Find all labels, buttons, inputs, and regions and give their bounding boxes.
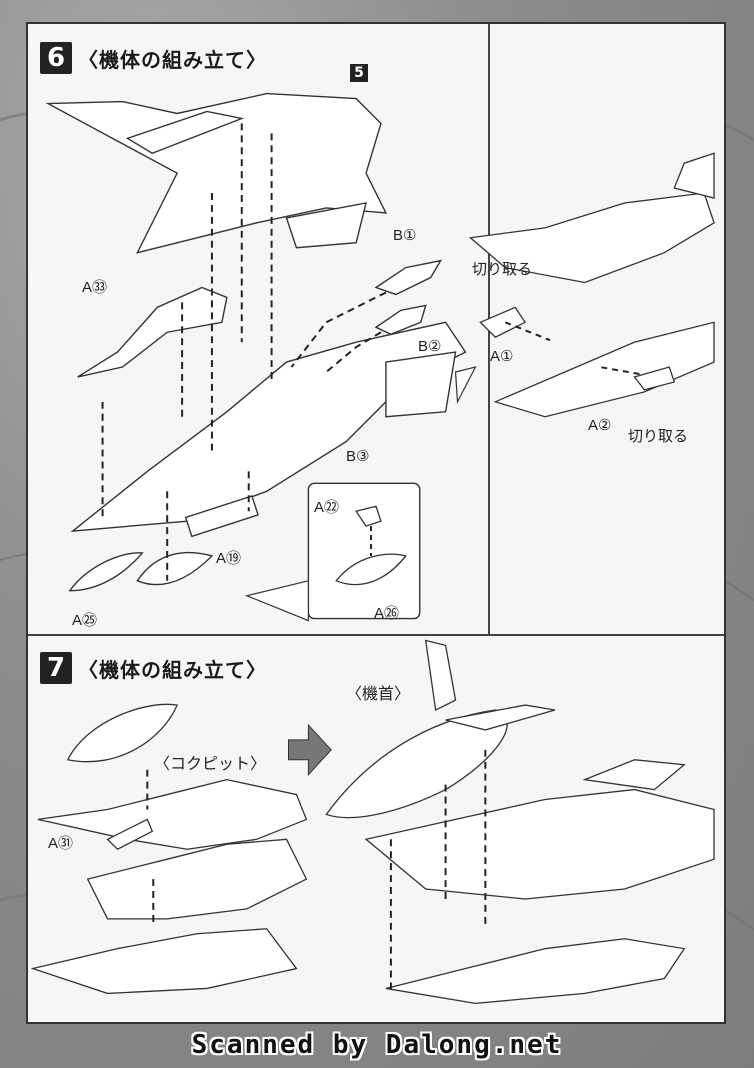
step7-title: 〈機体の組み立て〉 <box>78 657 267 682</box>
instruction-sheet: 6 〈機体の組み立て〉 5 <box>26 22 726 1024</box>
step-divider <box>28 634 724 636</box>
scan-credit-footer: Scanned by Dalong.net <box>191 1030 563 1060</box>
label-cut-off-1: 切り取る <box>472 261 533 278</box>
label-b3: B③ <box>346 448 370 465</box>
step6-header: 6 〈機体の組み立て〉 <box>40 42 267 74</box>
label-a25: A㉕ <box>72 612 98 629</box>
label-a22: A㉒ <box>314 499 340 516</box>
step6-number: 6 <box>40 42 72 74</box>
label-a19: A⑲ <box>216 550 242 567</box>
label-cut-off-2: 切り取る <box>628 428 689 445</box>
label-b2: B② <box>418 338 442 355</box>
label-a33: A㉝ <box>82 279 108 296</box>
label-b1: B① <box>393 227 417 244</box>
part-reference-5: 5 <box>350 64 368 82</box>
label-a1: A① <box>490 348 514 365</box>
label-a2: A② <box>588 417 612 434</box>
step6-title: 〈機体の組み立て〉 <box>78 47 267 72</box>
label-nose: 〈機首〉 <box>346 686 411 703</box>
step7-number: 7 <box>40 652 72 684</box>
step6-assembly-illustration <box>30 92 715 1005</box>
label-a26: A㉖ <box>374 605 400 622</box>
step7-header: 7 〈機体の組み立て〉 <box>40 652 267 684</box>
label-a31: A㉛ <box>48 835 74 852</box>
label-cockpit: 〈コクピット〉 <box>154 756 267 773</box>
